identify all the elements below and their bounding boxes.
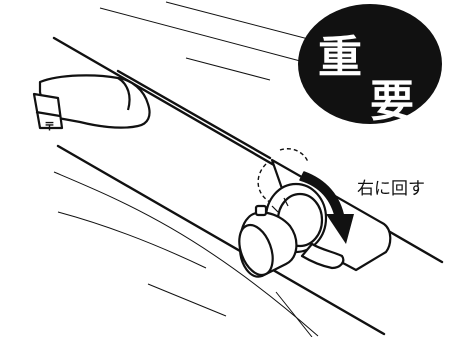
important-badge: 重 要 [298,4,442,127]
rotate-direction-label: 右に回す [357,179,425,199]
diverter-handle [238,148,392,278]
faucet-spout: 〒 [32,74,151,133]
perspective-lines [53,1,367,338]
rotate-clockwise-arrow-icon [299,171,354,244]
badge-char-top: 重 [318,32,362,83]
spout-mark-icon: 〒 [44,120,55,133]
badge-char-bottom: 要 [370,76,414,127]
